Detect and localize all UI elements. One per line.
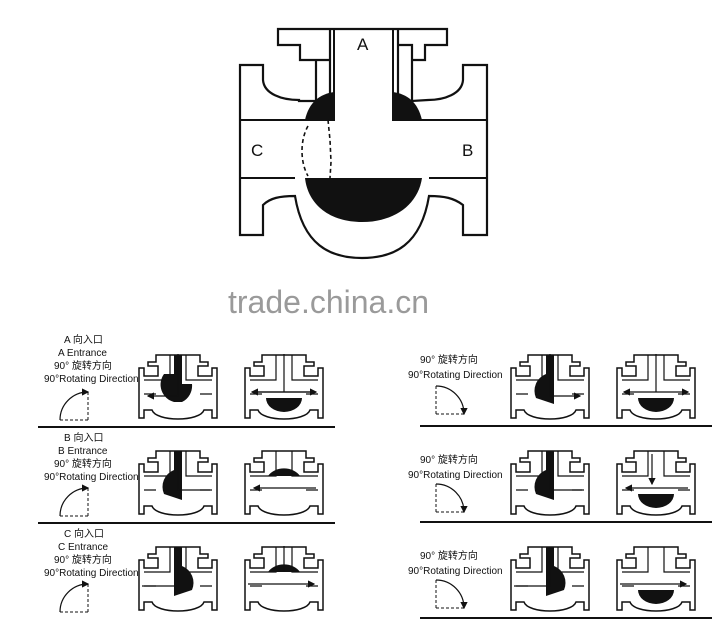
valve-position-icon	[510, 450, 590, 516]
ball-bottom	[305, 178, 422, 222]
rotation-indicator-icon	[59, 484, 90, 517]
port-a-label: A	[357, 35, 369, 54]
main-valve-body	[238, 27, 489, 260]
row-title-cn: A 向入口	[64, 333, 103, 346]
valve-position-icon	[138, 546, 218, 612]
rotation-indicator-icon	[435, 385, 468, 416]
rotation-indicator-icon	[59, 388, 90, 421]
right-rot-en: 90°Rotating Direction	[408, 470, 503, 481]
valve-position-icon	[616, 354, 696, 420]
right-rot-cn: 90° 旋转方向	[420, 453, 478, 466]
right-rot-cn: 90° 旋转方向	[420, 549, 478, 562]
valve-position-icon	[244, 450, 324, 516]
rotation-indicator-icon	[435, 483, 468, 514]
valve-position-icon	[244, 546, 324, 612]
right-rot-en: 90°Rotating Direction	[408, 370, 503, 381]
valve-position-icon	[138, 354, 218, 420]
row-c-entrance: C 向入口 C Entrance 90° 旋转方向 90°Rotating Di…	[44, 527, 712, 619]
row-rot-en: 90°Rotating Direction	[44, 568, 139, 579]
row-rot-cn: 90° 旋转方向	[54, 359, 112, 372]
row-rot-cn: 90° 旋转方向	[54, 553, 112, 566]
main-valve-diagram: A C B	[238, 27, 489, 260]
row-title-cn: B 向入口	[64, 431, 103, 444]
row-rot-cn: 90° 旋转方向	[54, 457, 112, 470]
rotation-indicator-icon	[59, 580, 90, 613]
port-b-label: B	[462, 141, 473, 160]
row-rot-en: 90°Rotating Direction	[44, 374, 139, 385]
row-title-en: A Entrance	[58, 348, 107, 359]
row-title-cn: C 向入口	[64, 527, 104, 540]
valve-position-icon	[138, 450, 218, 516]
row-title-en: C Entrance	[58, 542, 108, 553]
row-a-entrance: A 向入口 A Entrance 90° 旋转方向 90°Rotating Di…	[38, 333, 712, 428]
ball-top-cap	[305, 92, 422, 120]
rotation-indicator-icon	[435, 579, 468, 610]
row-rot-en: 90°Rotating Direction	[44, 472, 139, 483]
valve-position-icon	[510, 546, 590, 612]
valve-position-icon	[244, 354, 324, 420]
row-title-en: B Entrance	[58, 446, 108, 457]
row-b-entrance: B 向入口 B Entrance 90° 旋转方向 90°Rotating Di…	[38, 431, 712, 524]
valve-position-icon	[510, 354, 590, 420]
valve-position-icon	[616, 450, 696, 516]
right-rot-en: 90°Rotating Direction	[408, 566, 503, 577]
port-c-label: C	[251, 141, 263, 160]
valve-position-icon	[616, 546, 696, 612]
watermark-text: trade.china.cn	[228, 284, 429, 320]
right-rot-cn: 90° 旋转方向	[420, 353, 478, 366]
